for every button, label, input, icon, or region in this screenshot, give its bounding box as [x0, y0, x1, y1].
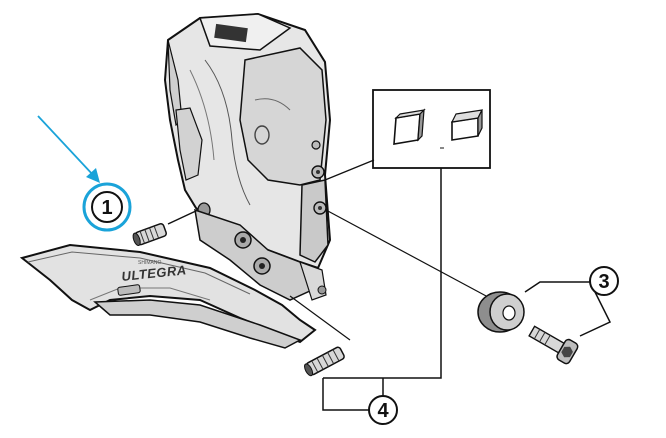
inset-box — [372, 89, 491, 169]
derailleur-cage: SHIMANO ULTEGRA — [19, 243, 317, 349]
highlight-arrow-head — [86, 168, 100, 183]
callout-3-bracket — [322, 168, 442, 411]
washer — [477, 291, 525, 333]
callout-3-number: 4 — [377, 400, 389, 422]
shim-pad-right — [450, 109, 484, 141]
washer-leader — [325, 209, 489, 298]
inset-leader-line — [324, 159, 375, 181]
mounting-bolt — [528, 325, 579, 365]
adjustment-screw-1 — [132, 223, 167, 247]
derailleur-linkage — [194, 208, 327, 301]
callout-1: 1 — [91, 191, 123, 223]
highlight-arrow — [37, 115, 95, 177]
callout-1-number: 1 — [101, 197, 112, 219]
adjustment-screw-lower — [304, 346, 345, 377]
callout-1-highlight-ring — [82, 182, 132, 232]
callout-4-number: 3 — [598, 271, 609, 293]
callout-4: 3 — [589, 266, 619, 296]
brand-label: ULTEGRA — [121, 262, 188, 284]
callout-3: 4 — [368, 395, 398, 425]
shim-pad-left — [393, 108, 426, 145]
leader-line-1 — [167, 209, 199, 225]
derailleur-housing — [163, 12, 332, 270]
brand-small-label: SHIMANO — [138, 260, 161, 266]
lower-screw-leader — [289, 295, 351, 341]
